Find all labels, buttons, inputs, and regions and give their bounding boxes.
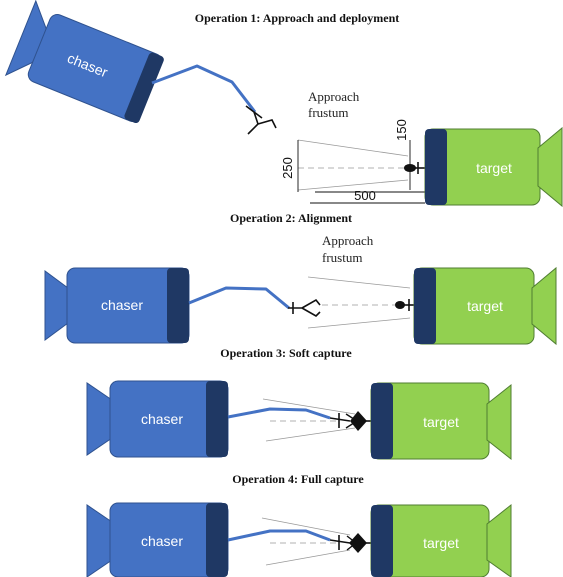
target-label: target bbox=[476, 160, 512, 176]
operation-4-robot-arm bbox=[227, 529, 331, 542]
operation-2-title: Operation 2: Alignment bbox=[230, 211, 352, 225]
frustum-upper-line bbox=[297, 139, 409, 157]
chaser-nozzle bbox=[44, 270, 69, 341]
dimension-150-label: 150 bbox=[394, 119, 409, 141]
frustum-upper-line bbox=[262, 398, 356, 415]
operation-2-robot-arm bbox=[188, 286, 290, 310]
target-nozzle bbox=[531, 266, 557, 346]
target-nozzle bbox=[486, 503, 512, 577]
chaser-label: chaser bbox=[101, 297, 143, 313]
frustum-lower-line bbox=[297, 179, 409, 191]
dimension-500-label: 500 bbox=[354, 188, 376, 203]
operation-2-docking-probe bbox=[395, 299, 416, 311]
operation-3-chaser: chaser bbox=[86, 380, 229, 458]
operation-2-target: target bbox=[413, 266, 557, 346]
operation-3-target: target bbox=[370, 382, 512, 461]
operation-3-title: Operation 3: Soft capture bbox=[220, 346, 352, 360]
operation-3-robot-arm bbox=[227, 407, 331, 420]
operation-2-panel: Operation 2: Alignment Approach frustum … bbox=[44, 211, 557, 346]
frustum-upper-line bbox=[261, 517, 351, 536]
operation-1-frustum-label-line1: Approach bbox=[308, 89, 360, 104]
operation-2-chaser: chaser bbox=[44, 267, 190, 344]
target-label: target bbox=[423, 414, 459, 430]
operation-4-panel: Operation 4: Full capture chaser target bbox=[86, 472, 512, 577]
operation-3-panel: Operation 3: Soft capture chaser target bbox=[86, 346, 512, 461]
operation-1-gripper bbox=[245, 105, 277, 135]
operation-1-target: target bbox=[424, 126, 563, 208]
operation-1-chaser: chaser bbox=[4, 0, 164, 124]
operation-1-robot-arm bbox=[151, 64, 257, 113]
target-label: target bbox=[467, 298, 503, 314]
operation-2-frustum-label-line1: Approach bbox=[322, 233, 374, 248]
target-docking-face bbox=[371, 383, 393, 459]
operation-1-panel: Operation 1: Approach and deployment cha… bbox=[4, 0, 563, 208]
chaser-docking-face bbox=[167, 268, 189, 343]
target-label: target bbox=[423, 535, 459, 551]
chaser-nozzle bbox=[86, 382, 113, 456]
target-nozzle bbox=[486, 383, 512, 461]
target-docking-face bbox=[425, 129, 447, 205]
operation-4-target: target bbox=[370, 503, 512, 577]
target-docking-face bbox=[371, 505, 393, 577]
chaser-nozzle bbox=[86, 504, 113, 577]
operation-1-title: Operation 1: Approach and deployment bbox=[195, 11, 399, 25]
chaser-docking-face bbox=[206, 503, 228, 577]
operation-4-chaser: chaser bbox=[86, 502, 229, 577]
chaser-label: chaser bbox=[141, 411, 183, 427]
frustum-lower-line bbox=[307, 317, 411, 329]
operation-4-title: Operation 4: Full capture bbox=[232, 472, 364, 486]
chaser-label: chaser bbox=[141, 533, 183, 549]
operation-3-captured-interface bbox=[329, 411, 372, 431]
dimension-250-label: 250 bbox=[280, 157, 295, 179]
chaser-docking-face bbox=[124, 52, 164, 124]
operation-2-gripper bbox=[288, 298, 321, 317]
operation-1-frustum-label-line2: frustum bbox=[308, 105, 348, 120]
chaser-docking-face bbox=[206, 381, 228, 457]
target-nozzle bbox=[537, 126, 563, 208]
operation-4-captured-interface bbox=[329, 533, 372, 553]
frustum-lower-line bbox=[265, 427, 356, 442]
target-docking-face bbox=[414, 268, 436, 344]
operation-1-docking-probe bbox=[404, 162, 426, 174]
operation-2-frustum-label-line2: frustum bbox=[322, 250, 362, 265]
frustum-lower-line bbox=[265, 549, 351, 566]
frustum-upper-line bbox=[307, 276, 411, 289]
